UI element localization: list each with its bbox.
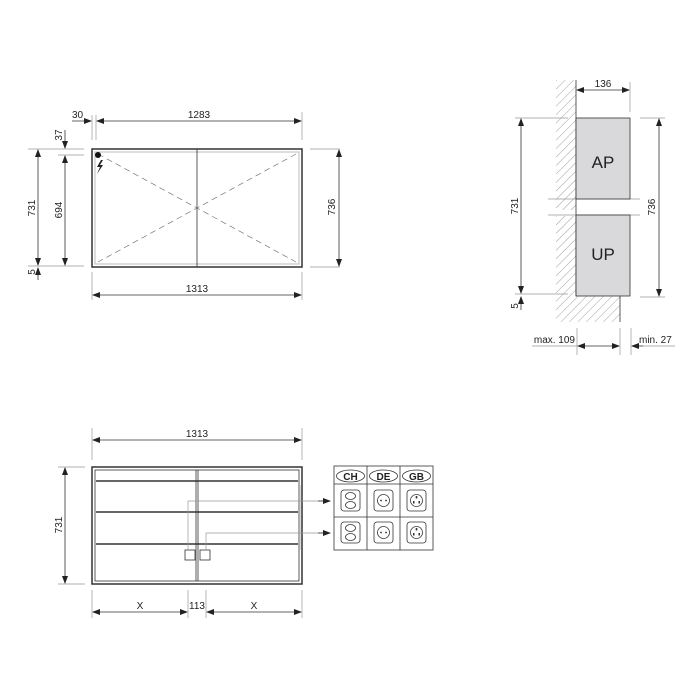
connection-box-left	[184, 549, 196, 561]
connection-box-right	[199, 549, 211, 561]
dim-min-protrusion: min. 27	[639, 335, 672, 346]
dim-offset-left: 30	[72, 110, 84, 121]
dim-bottom-offset: 5	[27, 269, 38, 275]
rear-frame	[91, 466, 303, 585]
swiss-socket-icon	[340, 521, 361, 544]
dim-top-offset: 37	[54, 129, 65, 141]
side-dim-bottom-offset: 5	[510, 303, 521, 309]
socket-header-gb: GB	[409, 472, 424, 483]
dim-right-height: 736	[327, 198, 338, 215]
rear-dim-height: 731	[54, 516, 65, 533]
side-dim-right-height: 736	[647, 198, 658, 215]
connection-point-icon	[95, 152, 101, 158]
uk-socket-icon	[406, 489, 427, 512]
rear-dim-total-width: 1313	[186, 429, 209, 440]
socket-table: CH DE GB	[333, 465, 434, 551]
side-view: AP UP 136 731 5 736 max. 109 min. 27	[510, 79, 675, 355]
rear-dim-side-right: X	[251, 601, 258, 612]
label-surface-mount: AP	[592, 153, 615, 172]
dim-max-recess: max. 109	[534, 335, 576, 346]
swiss-socket-icon	[340, 489, 361, 512]
dim-total-width: 1313	[186, 284, 209, 295]
label-flush-mount: UP	[591, 245, 615, 264]
surface-mount-panel	[575, 117, 631, 200]
wall-hatch	[556, 80, 576, 210]
schuko-socket-icon	[373, 489, 394, 512]
rear-view: 1313 731 X 113 X	[54, 428, 331, 618]
rear-dim-center: 113	[189, 601, 205, 612]
schuko-socket-icon	[373, 521, 394, 544]
side-dim-left-height: 731	[510, 197, 521, 214]
dim-inner-height: 694	[54, 201, 65, 218]
dim-depth: 136	[595, 79, 612, 90]
front-view: 30 1283 731 694 37 5 736 1313	[27, 110, 342, 300]
socket-header-de: DE	[377, 472, 391, 483]
dim-inner-width: 1283	[188, 110, 211, 121]
socket-header-ch: CH	[343, 472, 357, 483]
dim-total-height: 731	[27, 199, 38, 216]
uk-socket-icon	[406, 521, 427, 544]
lightning-bolt-icon	[97, 160, 103, 174]
flush-mount-panel	[575, 214, 631, 297]
rear-dim-side-left: X	[137, 601, 144, 612]
